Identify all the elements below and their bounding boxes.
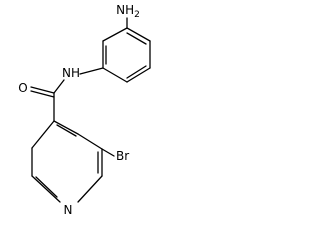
bond-pyr-n1-c2 — [31, 175, 61, 203]
bond-pyridine-to-bromine — [101, 148, 115, 157]
pyridine-ring — [31, 120, 103, 203]
amine-label: NH2 — [116, 3, 140, 20]
bond-aniline-c6-c1-inner — [126, 32, 147, 45]
amide-nh-label: NH — [62, 66, 80, 80]
bond-carbonyl-double-a — [30, 86, 55, 94]
bond-pyr-c3-c4 — [53, 120, 79, 135]
bond-pyr-c3-close — [31, 120, 55, 149]
bond-pyr-c3-c4-inner — [56, 124, 77, 137]
amine-n-label: NH — [116, 3, 134, 17]
molecule-structure-diagram: NH2 NH O N Br — [18, 3, 151, 217]
bond-aniline-c6-c1 — [126, 27, 151, 42]
bond-pyr-c4-c5 — [77, 133, 103, 150]
bond-aniline-to-amide-n — [79, 67, 104, 75]
pyridine-nitrogen-label: N — [64, 203, 73, 217]
bond-aniline-c1-c2 — [102, 27, 128, 42]
bond-aniline-c4-c5 — [126, 67, 151, 83]
bond-carbonyl-double-b — [30, 90, 55, 98]
amine-subscript-2: 2 — [134, 10, 140, 20]
bond-pyr-n1-c2-inner — [35, 176, 58, 198]
aniline-ring — [102, 27, 151, 83]
bromine-label: Br — [116, 149, 129, 163]
bond-aniline-c3-c4 — [102, 67, 128, 83]
bond-amide-n-to-carbonyl-c — [53, 79, 65, 94]
bond-pyr-c6-n1 — [77, 175, 103, 203]
carbonyl-oxygen-label: O — [18, 81, 27, 95]
bond-aniline-c4-c5-inner — [126, 65, 147, 79]
